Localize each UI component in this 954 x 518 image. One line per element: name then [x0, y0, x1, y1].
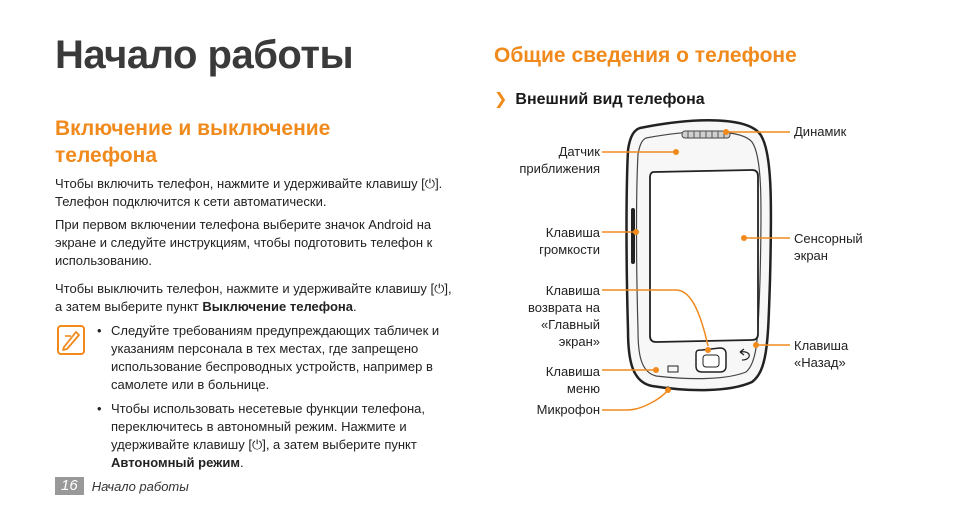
chevron-right-icon: ❯ [494, 91, 508, 108]
paragraph-power-off-end: . [353, 299, 357, 314]
subsection-title: ❯ Внешний вид телефона [494, 89, 705, 109]
back-key-shape [739, 348, 750, 361]
paragraph-power-off-text: Чтобы выключить телефон, нажмите и удерж… [55, 281, 452, 314]
menu-key-shape [667, 365, 679, 373]
label-volume-key: Клавиша громкости [539, 225, 600, 257]
label-touch-screen: Сенсорный экран [794, 231, 863, 263]
label-microphone: Микрофон [536, 402, 600, 417]
leader-home [602, 289, 709, 347]
note-item-text: Чтобы использовать несетевые функции тел… [111, 401, 425, 452]
dot-proximity [673, 149, 679, 155]
section-title-overview: Общие сведения о телефоне [494, 44, 797, 67]
page-number: 16 [55, 477, 84, 495]
dot-screen [741, 235, 747, 241]
list-item: • Следуйте требованиям предупреждающих т… [97, 322, 467, 394]
label-home-key: Клавиша возврата на «Главный экран» [528, 283, 600, 349]
note-item-end: . [239, 455, 244, 470]
bullet-mark: • [97, 323, 102, 338]
page-footer: 16 Начало работы [55, 477, 189, 495]
touch-screen [649, 169, 759, 343]
dot-home [705, 347, 711, 353]
dot-menu [653, 367, 659, 373]
dot-mic [665, 387, 671, 393]
dot-volume [633, 229, 639, 235]
note-pencil-icon [57, 325, 85, 355]
dot-back [753, 342, 759, 348]
paragraph-first-start: При первом включении телефона выберите з… [55, 217, 433, 268]
footer-section-name: Начало работы [91, 478, 189, 494]
phone-bezel [635, 131, 762, 380]
label-proximity-sensor: Датчик приближения [519, 144, 600, 176]
bullet-mark: • [97, 401, 102, 416]
speaker-grille [681, 130, 731, 139]
paragraph-power-off-bold: Выключение телефона [202, 299, 353, 314]
page-title: Начало работы [55, 33, 354, 77]
label-menu-key: Клавиша меню [545, 364, 600, 396]
dot-speaker [723, 129, 729, 135]
notes-list: • Следуйте требованиям предупреждающих т… [97, 322, 467, 478]
leader-mic [602, 389, 669, 411]
paragraph-power-on: Чтобы включить телефон, нажмите и удержи… [55, 176, 443, 209]
note-item-text: Следуйте требованиям предупреждающих таб… [111, 323, 440, 392]
label-back-key: Клавиша «Назад» [794, 338, 849, 370]
list-item: • Чтобы использовать несетевые функции т… [97, 400, 467, 472]
section-title-power: Включение и выключение телефона [55, 117, 331, 167]
home-key-inner [702, 354, 720, 368]
label-speaker: Динамик [794, 124, 847, 139]
subsection-title-text: Внешний вид телефона [515, 91, 705, 108]
note-item-bold: Автономный режим [111, 455, 240, 470]
paragraph-power-off: Чтобы выключить телефон, нажмите и удерж… [55, 280, 455, 316]
